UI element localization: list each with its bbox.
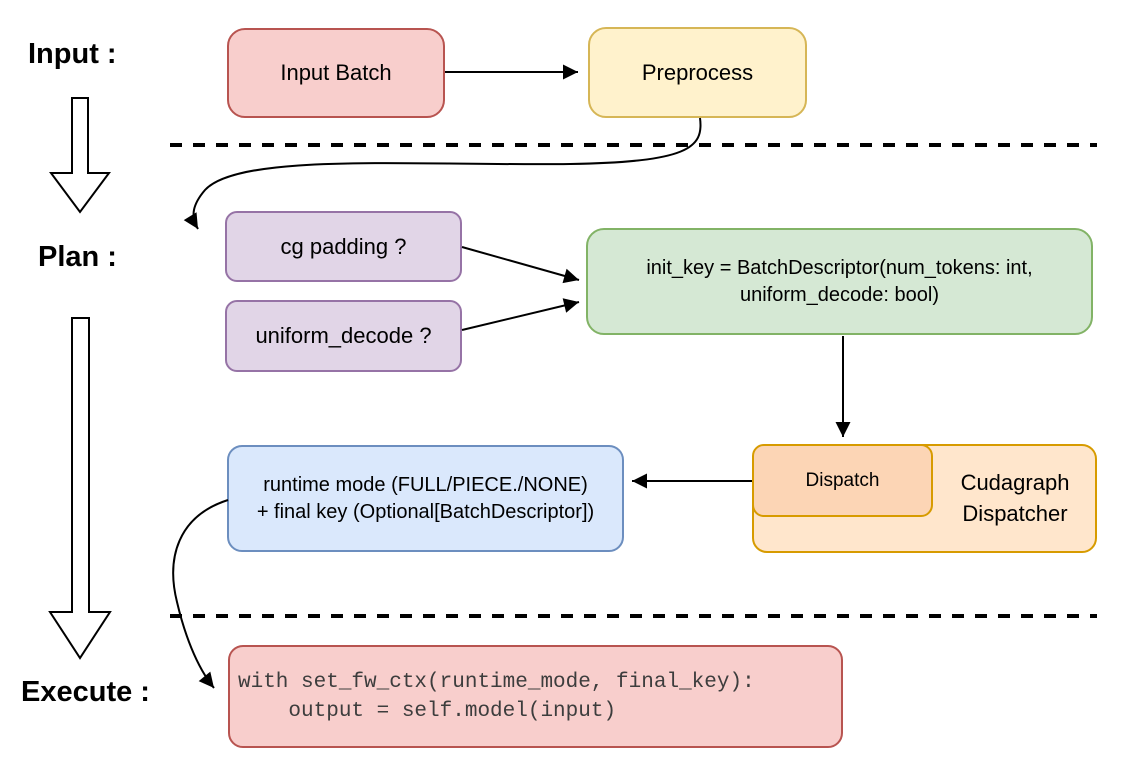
node-execute-code: with set_fw_ctx(runtime_mode, final_key)… — [228, 645, 843, 748]
stage-label-execute: Execute : — [21, 676, 150, 708]
node-init-key-line2: uniform_decode: bool) — [739, 283, 939, 306]
node-uniform-decode: uniform_decode ? — [225, 300, 462, 372]
stage-arrow-plan-to-execute — [48, 317, 112, 660]
node-preprocess: Preprocess — [588, 27, 807, 118]
node-init-key-line1: init_key = BatchDescriptor(num_tokens: i… — [646, 257, 1033, 280]
arrow-cgpadding-to-initkey — [461, 246, 580, 284]
cudagraph-label-line1: Cudagraph — [960, 469, 1070, 495]
node-runtime-mode-result: runtime mode (FULL/PIECE./NONE) + final … — [227, 445, 624, 552]
execute-code-line2: output = self.model(input) — [238, 699, 617, 723]
node-runtime-line2: + final key (Optional[BatchDescriptor]) — [256, 500, 595, 523]
node-cg-padding-label: cg padding ? — [280, 233, 407, 259]
arrow-runtime-to-execute — [172, 499, 229, 689]
node-runtime-line1: runtime mode (FULL/PIECE./NONE) — [263, 474, 588, 497]
stage-arrow-input-to-plan — [49, 97, 111, 214]
node-input-batch-label: Input Batch — [280, 60, 392, 86]
arrow-uniformdecode-to-initkey — [461, 298, 580, 331]
stage-label-input: Input : — [28, 38, 117, 70]
node-dispatch: Dispatch — [752, 444, 933, 517]
node-dispatch-label: Dispatch — [805, 469, 880, 491]
node-input-batch: Input Batch — [227, 28, 445, 118]
node-uniform-decode-label: uniform_decode ? — [255, 323, 432, 349]
stage-label-plan: Plan : — [38, 241, 117, 273]
node-preprocess-label: Preprocess — [641, 59, 754, 85]
node-init-key: init_key = BatchDescriptor(num_tokens: i… — [586, 228, 1093, 335]
node-cudagraph-dispatcher-label: Cudagraph Dispatcher — [933, 444, 1097, 553]
execute-code-line1: with set_fw_ctx(runtime_mode, final_key)… — [238, 670, 755, 694]
cudagraph-label-line2: Dispatcher — [962, 500, 1068, 526]
node-cg-padding: cg padding ? — [225, 211, 462, 282]
